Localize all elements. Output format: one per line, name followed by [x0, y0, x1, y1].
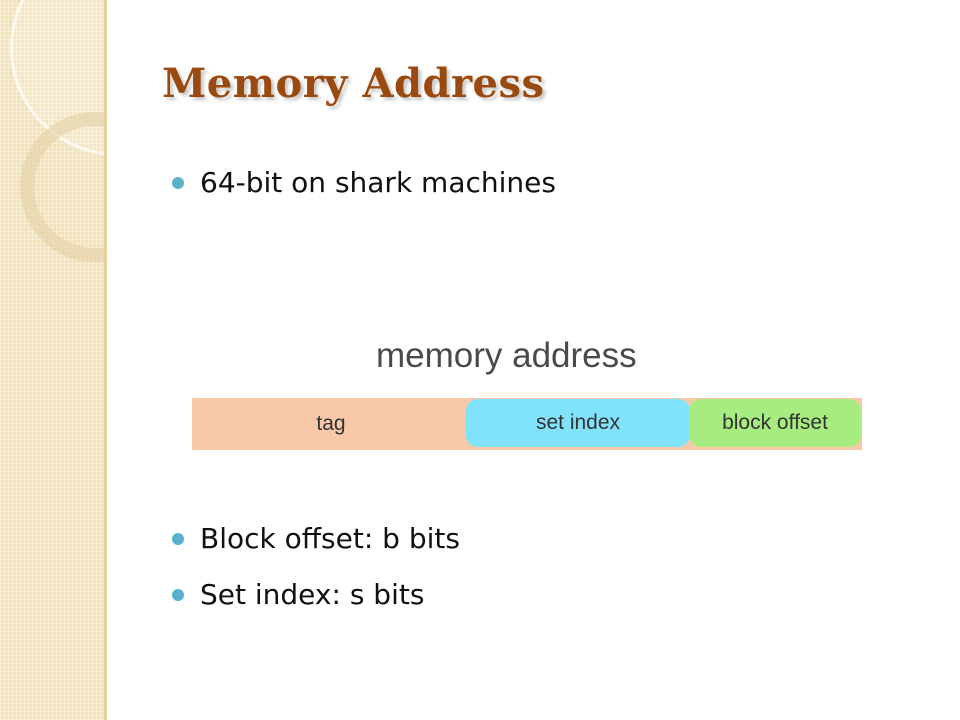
bullet-text: Block offset: b bits [200, 522, 460, 555]
tag-segment: tag [316, 412, 346, 435]
bullet-text: 64-bit on shark machines [200, 166, 556, 199]
decorative-ring [20, 112, 104, 262]
set-index-segment: set index [466, 399, 690, 447]
side-band-edge [104, 0, 107, 720]
block-offset-segment: block offset [689, 399, 861, 447]
bullet-dot-icon [172, 588, 184, 601]
memory-address-bar: tag set index block offset [192, 398, 862, 450]
bullet-text: Set index: s bits [200, 578, 425, 611]
bullet-item: Block offset: b bits [172, 522, 460, 555]
slide-title: Memory Address [162, 60, 545, 107]
bullet-dot-icon [172, 532, 184, 545]
bullet-item: Set index: s bits [172, 578, 424, 611]
bullet-dot-icon [172, 176, 184, 189]
bullet-item: 64-bit on shark machines [172, 166, 556, 199]
decorative-side-band [0, 0, 104, 720]
diagram-title: memory address [376, 336, 637, 375]
